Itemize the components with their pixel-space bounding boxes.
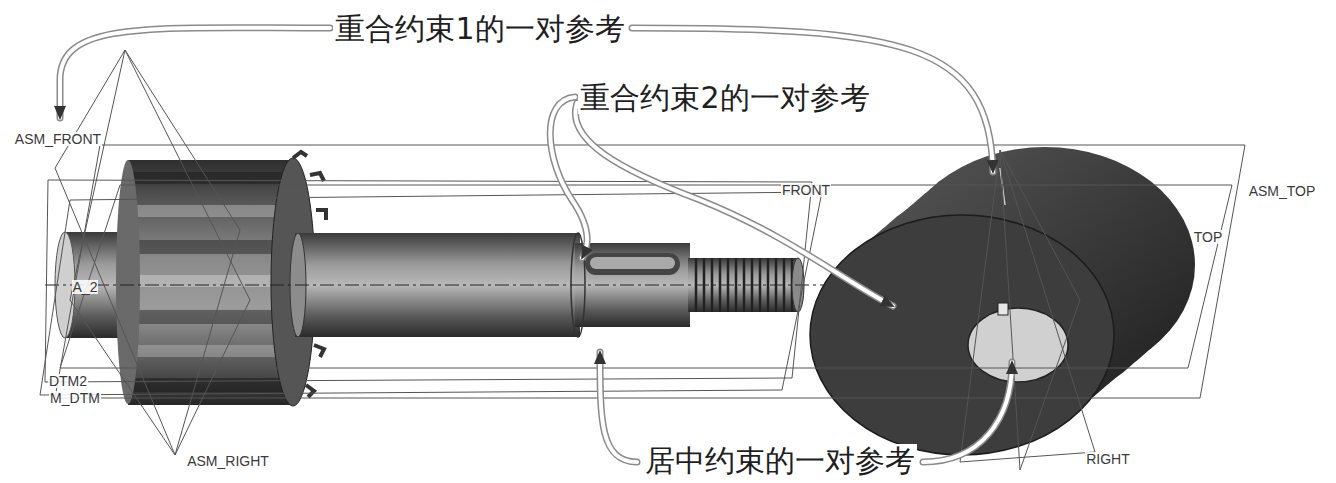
datum-label: TOP bbox=[1193, 230, 1224, 244]
callout-text: 重合约束2的一对参考 bbox=[578, 81, 871, 114]
datum-label: M_DTM bbox=[49, 391, 101, 405]
shaft-body bbox=[295, 233, 580, 337]
datum-label: FRONT bbox=[781, 183, 831, 197]
datum-label: RIGHT bbox=[1085, 452, 1131, 466]
keyway bbox=[585, 253, 680, 275]
datum-label: DTM2 bbox=[48, 374, 88, 388]
leader-lines bbox=[60, 28, 1012, 462]
datum-label: A_2 bbox=[72, 280, 99, 294]
callout-text: 重合约束1的一对参考 bbox=[333, 12, 626, 45]
datum-label: ASM_FRONT bbox=[14, 132, 102, 146]
datum-label: ASM_TOP bbox=[1248, 184, 1317, 198]
datum-planes bbox=[40, 50, 1245, 470]
datum-label: ASM_RIGHT bbox=[186, 454, 270, 468]
callout-text: 居中约束的一对参考 bbox=[643, 444, 917, 477]
axis-line bbox=[45, 285, 830, 286]
keyway-bottom bbox=[590, 257, 675, 269]
